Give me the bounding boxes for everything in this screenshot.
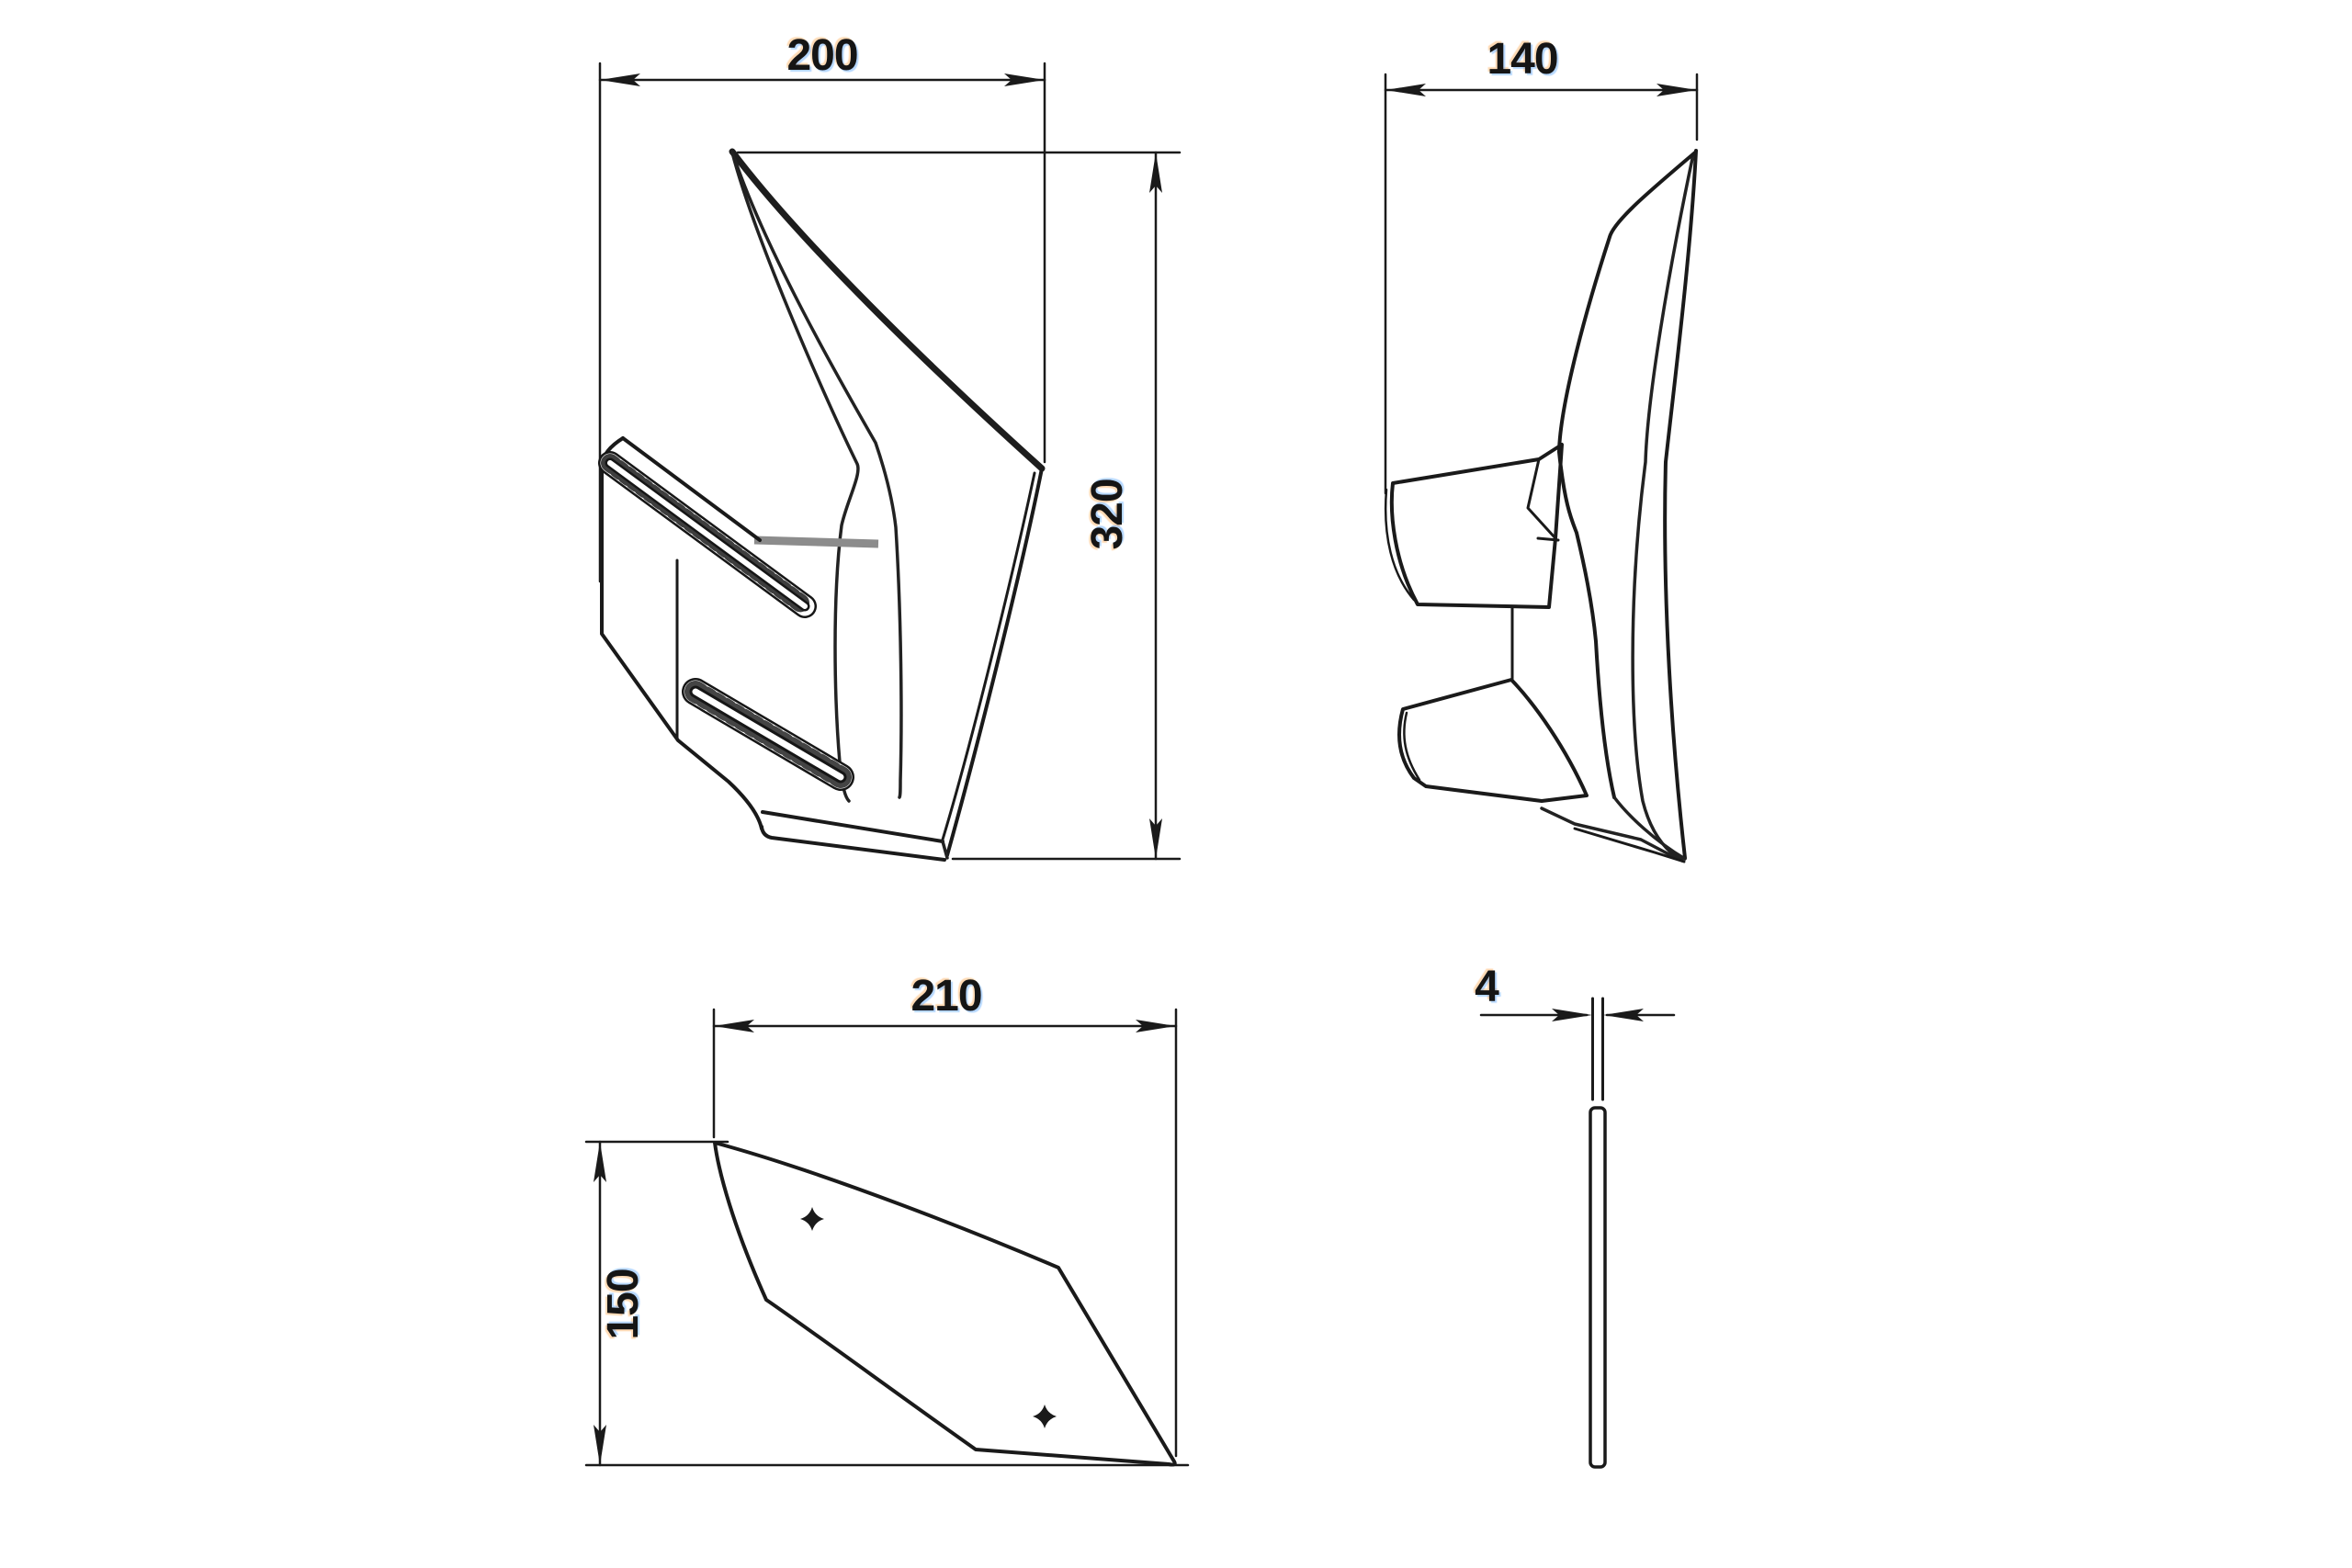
bottom-strip-upper [761,810,944,843]
upper-bracket-tab [1389,443,1564,609]
dim-plate-thickness: 4 [1475,963,1676,1101]
arrowhead-left-icon [714,1020,754,1032]
left-curve [1557,151,1697,799]
dim-label-side-depth: 140 [1487,35,1557,84]
left-outline [600,436,763,830]
lower-bracket-tab [1397,678,1589,803]
lower-tab-edge-inner [1403,711,1421,782]
slot-core [607,460,808,609]
arrowhead-right-icon [1136,1020,1176,1032]
arrowhead-down-icon [594,1425,606,1465]
left-curve-tail [1612,795,1687,861]
bottom-edge-inner [1573,827,1686,863]
dim-label-front-width: 200 [786,31,857,80]
arrowhead-down-icon [1149,818,1162,859]
arrowhead-left-icon [1385,84,1426,96]
dim-front-height: 320 [736,151,1182,861]
arrowhead-up-icon [1149,152,1162,193]
arrowhead-right-icon [1004,73,1045,86]
panel-outline [713,1141,1177,1467]
arrowhead-right-icon [1552,1009,1592,1021]
side-view: 140 [1384,35,1699,863]
screen-edge-right [733,158,903,799]
front-part-outline [598,148,1046,862]
vent-core [692,688,844,781]
arrowhead-up-icon [594,1142,606,1182]
dim-plan-height: 150 [584,1140,1190,1467]
plan-view: 210 150 [584,972,1190,1467]
dim-plan-width: 210 [712,972,1178,1458]
upper-tab-fold [1526,457,1557,540]
bottom-strip-cap [941,840,949,860]
mount-point-star-icon [800,1207,824,1231]
dim-label-plan-width: 210 [910,972,981,1021]
dim-label-plate-thickness: 4 [1475,963,1499,1011]
right-edge-inner [941,471,1036,841]
top-edge [729,148,1046,472]
mount-point-star-icon [1033,1404,1057,1428]
middle-curve [1631,152,1695,863]
flange-top-edge [621,436,762,542]
upper-slot [598,451,817,618]
upper-tab-edge-inner [1384,488,1416,602]
dim-label-plan-height: 150 [599,1269,648,1339]
lower-vent [682,678,854,791]
outer-curve [1663,149,1698,860]
arrowhead-left-icon [600,73,640,86]
dim-side-depth: 140 [1384,35,1699,495]
screen-edge-left [730,151,860,803]
plate-edge-profile [1589,1106,1607,1469]
edge-view: 4 [1475,963,1676,1469]
arrowhead-right-icon [1657,84,1697,96]
upper-tab-notch [1536,536,1560,542]
fold-line [753,536,879,548]
side-part-outline [1384,149,1698,863]
bottom-edge-outer [1540,807,1679,861]
arrowhead-left-icon [1603,1009,1644,1021]
dim-label-front-height: 320 [1083,479,1132,549]
right-edge-outer [945,467,1044,857]
plan-part-outline [713,1141,1177,1467]
bottom-strip-lower [760,825,946,862]
front-view: 200 320 [598,31,1182,862]
